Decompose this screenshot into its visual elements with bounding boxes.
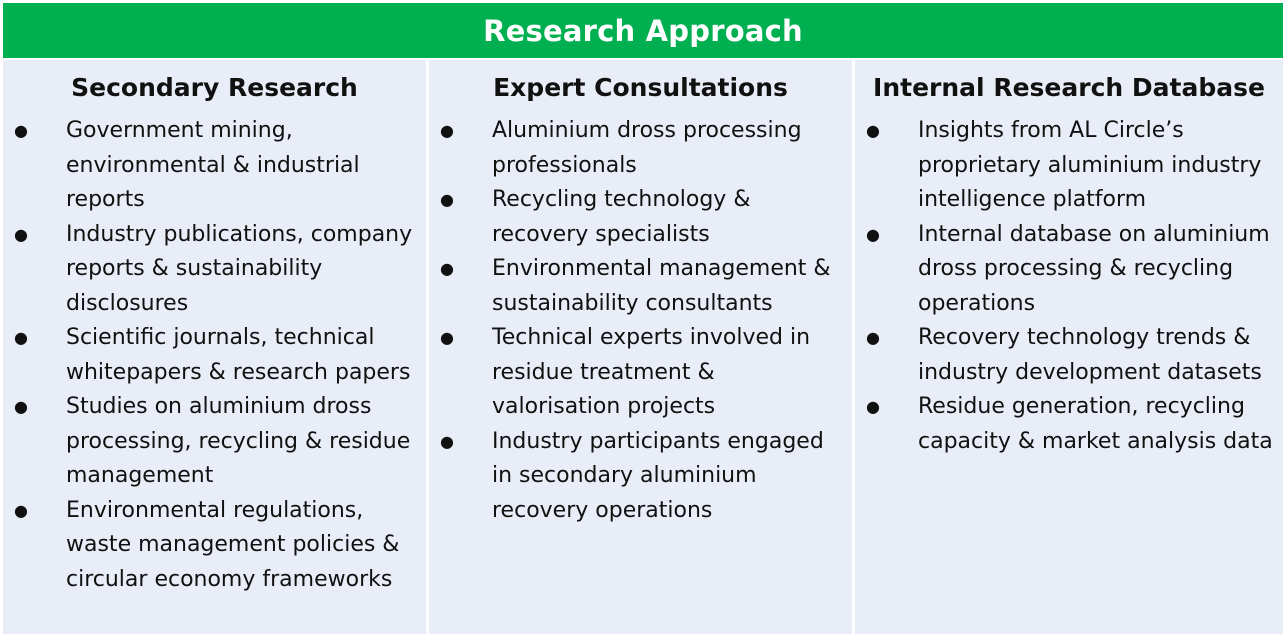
list-item: ●Recovery technology trends & industry d… — [855, 321, 1283, 390]
bullet-icon: ● — [866, 121, 880, 140]
bullet-icon: ● — [866, 397, 880, 416]
column-expert-consultations: Expert Consultations ●Aluminium dross pr… — [429, 60, 852, 634]
list-item: ●Industry participants engaged in second… — [429, 425, 852, 529]
list-item: ●Technical experts involved in residue t… — [429, 321, 852, 425]
bullet-icon: ● — [14, 397, 28, 416]
list-item: ●Insights from AL Circle’s proprietary a… — [855, 114, 1283, 218]
bullet-list: ●Insights from AL Circle’s proprietary a… — [855, 114, 1283, 459]
column-internal-research-database: Internal Research Database ●Insights fro… — [855, 60, 1283, 634]
list-item: ●Studies on aluminium dross processing, … — [3, 390, 426, 494]
column-title: Expert Consultations — [493, 73, 788, 102]
bullet-icon: ● — [14, 328, 28, 347]
bullet-icon: ● — [440, 259, 454, 278]
list-item: ●Aluminium dross processing professional… — [429, 114, 852, 183]
bullet-icon: ● — [440, 431, 454, 451]
list-item: ●Government mining, environmental & indu… — [3, 114, 426, 218]
bullet-icon: ● — [14, 500, 28, 520]
column-title: Secondary Research — [71, 73, 358, 102]
list-item: ●Environmental management & sustainabili… — [429, 252, 852, 321]
bullet-list: ●Aluminium dross processing professional… — [429, 114, 852, 528]
bullet-icon: ● — [440, 190, 454, 209]
list-item: ●Scientific journals, technical whitepap… — [3, 321, 426, 390]
table-title: Research Approach — [483, 13, 803, 48]
column-title: Internal Research Database — [873, 73, 1265, 102]
bullet-icon: ● — [14, 224, 28, 244]
list-item: ●Recycling technology & recovery special… — [429, 183, 852, 252]
table-header: Research Approach — [3, 3, 1283, 58]
bullet-icon: ● — [14, 121, 28, 140]
bullet-icon: ● — [866, 224, 880, 244]
bullet-list: ●Government mining, environmental & indu… — [3, 114, 426, 597]
list-item: ●Industry publications, company reports … — [3, 218, 426, 322]
bullet-icon: ● — [440, 121, 454, 140]
list-item: ●Internal database on aluminium dross pr… — [855, 218, 1283, 322]
list-item: ●Residue generation, recycling capacity … — [855, 390, 1283, 459]
column-secondary-research: Secondary Research ●Government mining, e… — [3, 60, 426, 634]
bullet-icon: ● — [440, 328, 454, 347]
bullet-icon: ● — [866, 328, 880, 347]
list-item: ●Environmental regulations, waste manage… — [3, 494, 426, 598]
columns: Secondary Research ●Government mining, e… — [3, 60, 1283, 634]
